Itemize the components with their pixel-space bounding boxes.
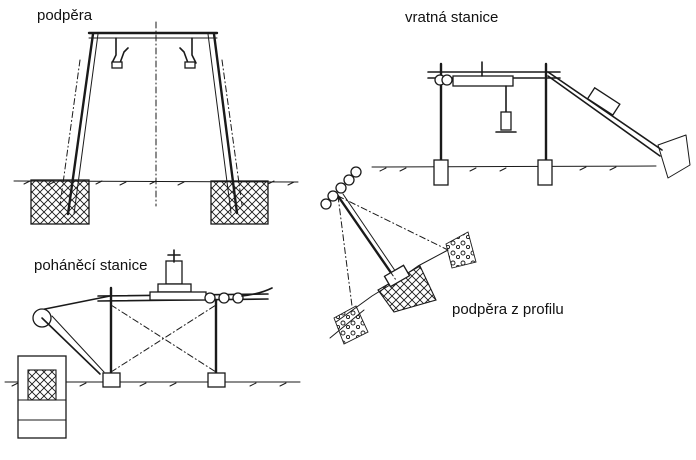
support-mast	[336, 193, 411, 288]
rubble-fill	[333, 231, 477, 345]
rope-hanger-right	[179, 37, 197, 69]
drive-motor	[149, 249, 207, 301]
return-wheel-carriage	[434, 61, 514, 87]
anchor-rope-and-tensioner	[547, 71, 663, 157]
rope-line	[32, 295, 111, 375]
support-diagram	[13, 21, 299, 225]
return-station-diagram	[371, 61, 691, 186]
tension-weight	[495, 85, 517, 133]
ground-line	[371, 165, 657, 172]
rope-anchor-mass	[657, 134, 691, 179]
stay-lines	[337, 195, 449, 307]
drive-pulleys	[204, 287, 273, 304]
rope-sheaves	[320, 166, 362, 210]
label-drive-station: poháněcí stanice	[34, 257, 148, 274]
label-return-station: vratná stanice	[405, 9, 499, 26]
station-frame	[97, 286, 269, 388]
counterweight-tower	[17, 355, 67, 439]
portal-frame	[59, 21, 243, 216]
foundation-block	[30, 179, 269, 225]
label-profile-support: podpěra z profilu	[452, 301, 564, 318]
profile-support-diagram	[320, 166, 477, 345]
drive-station-diagram	[4, 249, 301, 439]
label-support: podpěra	[37, 7, 93, 24]
rope-hanger-left	[111, 37, 129, 69]
